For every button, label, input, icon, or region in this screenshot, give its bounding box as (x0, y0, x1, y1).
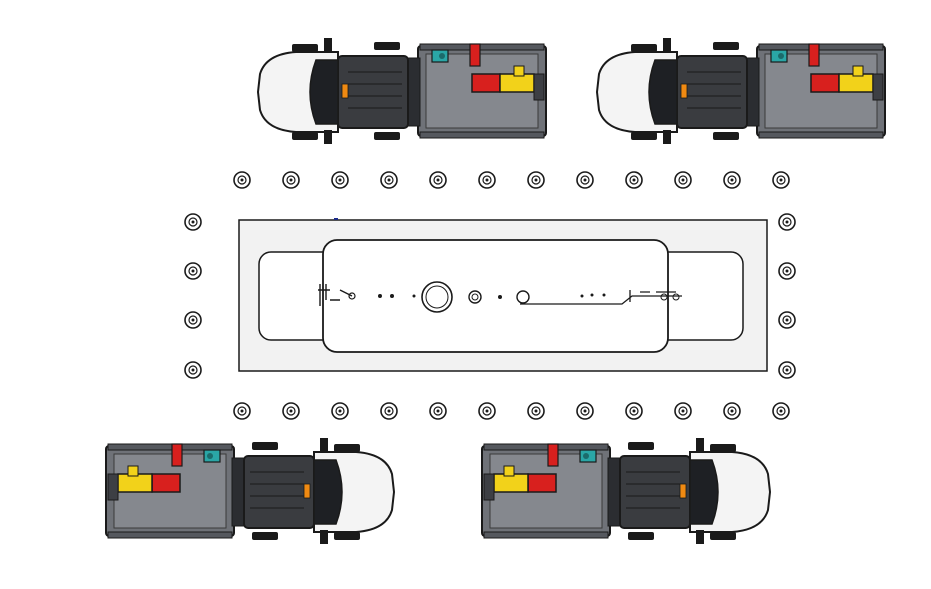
truck-top-left (257, 37, 547, 145)
anchor-left (184, 361, 202, 379)
anchor-bottom (233, 402, 251, 420)
anchor-top (625, 171, 643, 189)
pressure-vessel (258, 239, 744, 353)
anchor-bottom (625, 402, 643, 420)
anchor-top (527, 171, 545, 189)
anchor-top (772, 171, 790, 189)
anchor-right (778, 361, 796, 379)
anchor-left (184, 311, 202, 329)
truck-top-right (596, 37, 886, 145)
anchor-top (723, 171, 741, 189)
anchor-top (429, 171, 447, 189)
anchor-bottom (331, 402, 349, 420)
anchor-top (478, 171, 496, 189)
truck-bottom-right (481, 437, 771, 545)
anchor-top (674, 171, 692, 189)
anchor-top (282, 171, 300, 189)
anchor-top (380, 171, 398, 189)
anchor-bottom (772, 402, 790, 420)
anchor-right (778, 311, 796, 329)
anchor-top (331, 171, 349, 189)
anchor-right (778, 262, 796, 280)
anchor-bottom (478, 402, 496, 420)
anchor-bottom (576, 402, 594, 420)
anchor-top (233, 171, 251, 189)
anchor-bottom (674, 402, 692, 420)
anchor-top (576, 171, 594, 189)
anchor-bottom (282, 402, 300, 420)
anchor-bottom (429, 402, 447, 420)
anchor-left (184, 262, 202, 280)
anchor-right (778, 213, 796, 231)
anchor-bottom (723, 402, 741, 420)
anchor-bottom (527, 402, 545, 420)
anchor-bottom (380, 402, 398, 420)
anchor-left (184, 213, 202, 231)
truck-bottom-left (105, 437, 395, 545)
